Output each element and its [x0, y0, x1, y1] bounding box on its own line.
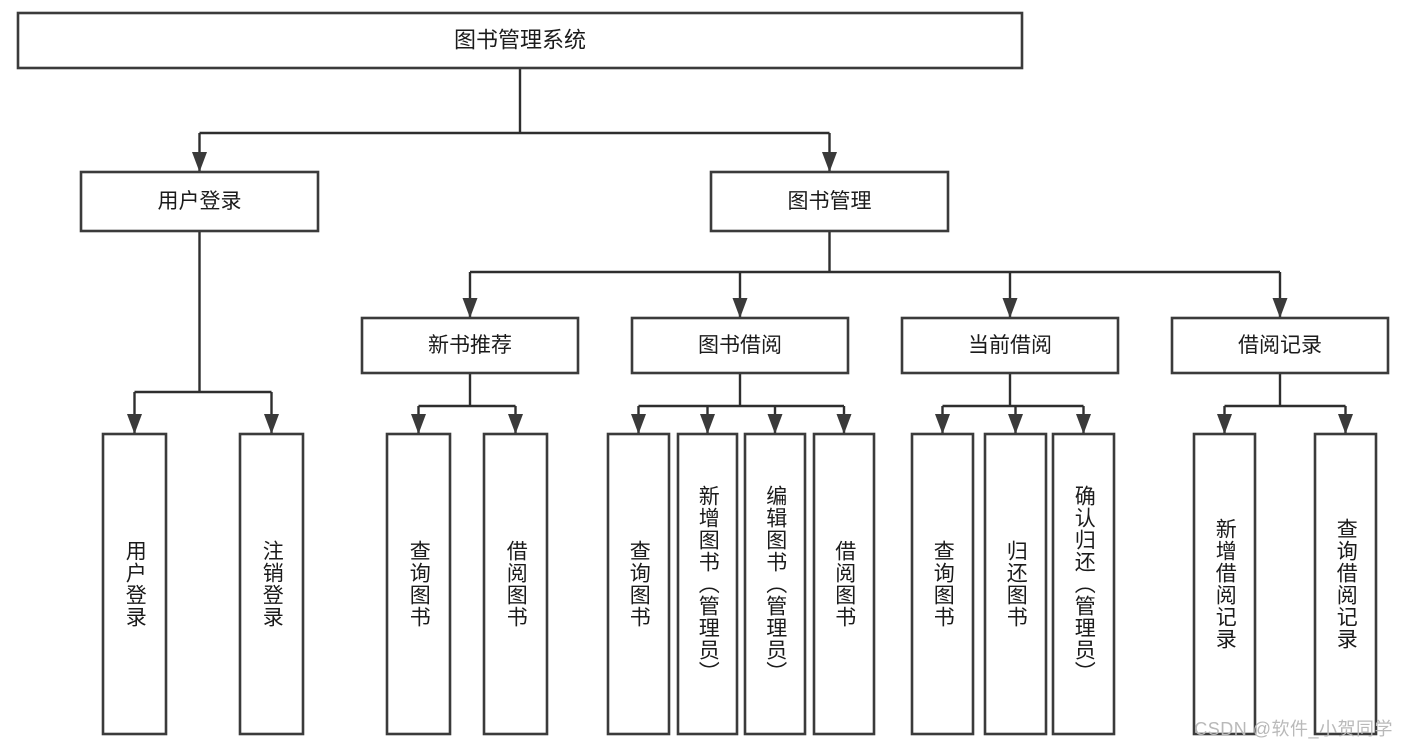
- connectors-layer: [127, 68, 1353, 434]
- book-mgmt-to-level3-arrow-icon-2: [1002, 298, 1018, 318]
- node-box-确认归还管理员-10[interactable]: [1051, 432, 1116, 736]
- node-box-编辑图书管理员-6[interactable]: [743, 432, 807, 736]
- node-box-查询借阅记录-12[interactable]: [1313, 432, 1378, 736]
- user-login-to-leaves-arrow-icon-1: [264, 414, 279, 434]
- node-box-借阅图书-7[interactable]: [812, 432, 876, 736]
- node-box-查询图书-2[interactable]: [385, 432, 452, 736]
- node-box-查询图书-8[interactable]: [910, 432, 975, 736]
- node-label-图书管理系统: 图书管理系统: [454, 27, 586, 52]
- l3-借阅记录-to-leaves-arrow-icon-0: [1217, 414, 1232, 434]
- book-mgmt-to-level3-arrow-icon-3: [1272, 298, 1288, 318]
- root-to-level2-arrow-icon-0: [192, 152, 207, 172]
- node-box-归还图书-9[interactable]: [983, 432, 1048, 736]
- node-box-图书借阅-1[interactable]: [630, 316, 850, 375]
- boxes-layer: [16, 11, 1390, 736]
- node-label-借阅记录-3: 借阅记录: [1238, 334, 1322, 357]
- node-label-图书借阅-1: 图书借阅: [698, 334, 782, 357]
- watermark-text: CSDN @软件_小贺同学: [1194, 719, 1393, 739]
- node-box-新书推荐-0[interactable]: [360, 316, 580, 375]
- node-label-当前借阅-2: 当前借阅: [968, 334, 1052, 357]
- l3-当前借阅-to-leaves-arrow-icon-2: [1076, 414, 1091, 434]
- root-to-level2-arrow-icon-1: [822, 152, 837, 172]
- book-mgmt-to-level3-arrow-icon-0: [462, 298, 478, 318]
- node-box-借阅图书-3[interactable]: [482, 432, 549, 736]
- node-box-新增图书管理员-5[interactable]: [676, 432, 739, 736]
- node-box-用户登录-0[interactable]: [79, 170, 320, 233]
- l3-新书推荐-to-leaves-arrow-icon-0: [411, 414, 426, 434]
- l3-图书借阅-to-leaves-arrow-icon-0: [631, 414, 646, 434]
- l3-图书借阅-to-leaves-arrow-icon-3: [836, 414, 852, 434]
- node-box-当前借阅-2[interactable]: [900, 316, 1120, 375]
- node-label-图书管理-1: 图书管理: [788, 190, 872, 213]
- l3-借阅记录-to-leaves-arrow-icon-1: [1338, 414, 1353, 434]
- book-mgmt-to-level3-arrow-icon-1: [732, 298, 748, 318]
- user-login-to-leaves-arrow-icon-0: [127, 414, 142, 434]
- node-box-新增借阅记录-11[interactable]: [1192, 432, 1257, 736]
- node-label-新书推荐-0: 新书推荐: [428, 334, 512, 357]
- node-box-借阅记录-3[interactable]: [1170, 316, 1390, 375]
- node-box-查询图书-4[interactable]: [606, 432, 671, 736]
- node-box-图书管理系统[interactable]: [16, 11, 1024, 70]
- node-box-图书管理-1[interactable]: [709, 170, 950, 233]
- node-box-用户登录-0[interactable]: [101, 432, 168, 736]
- l3-图书借阅-to-leaves-arrow-icon-2: [767, 414, 783, 434]
- l3-当前借阅-to-leaves-arrow-icon-1: [1008, 414, 1023, 434]
- node-label-用户登录-0: 用户登录: [158, 190, 242, 213]
- l3-新书推荐-to-leaves-arrow-icon-1: [508, 414, 523, 434]
- l3-图书借阅-to-leaves-arrow-icon-1: [700, 414, 715, 434]
- node-box-注销登录-1[interactable]: [238, 432, 305, 736]
- l3-当前借阅-to-leaves-arrow-icon-0: [935, 414, 950, 434]
